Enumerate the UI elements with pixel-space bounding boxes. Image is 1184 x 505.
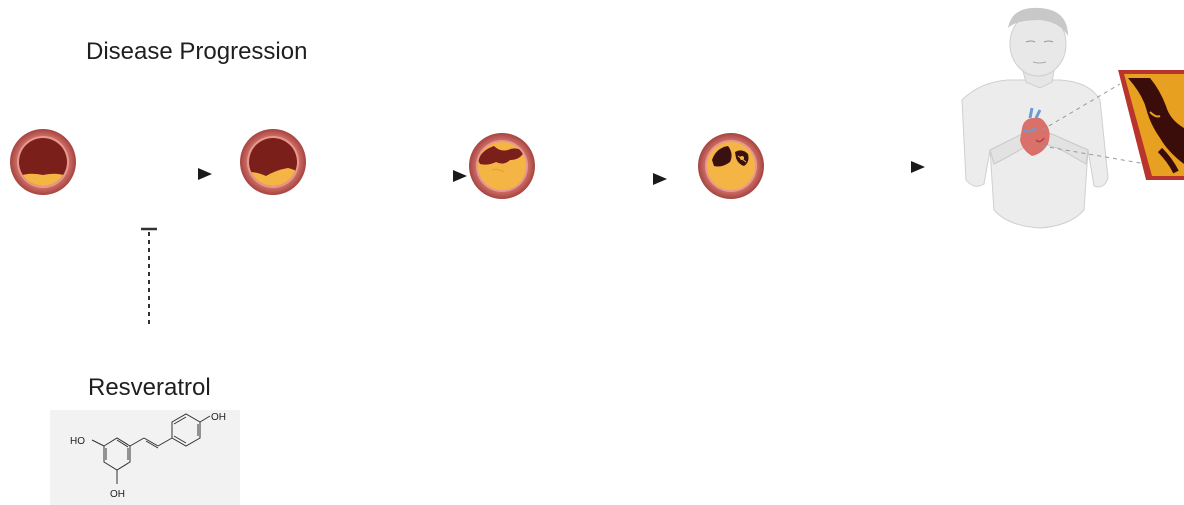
ho-left-label: HO [70, 436, 85, 447]
artery-stage-3 [469, 133, 535, 199]
progression-arrow-2 [338, 170, 467, 182]
resveratrol-label: Resveratrol [88, 374, 211, 401]
blocked-artery-inset [1118, 70, 1184, 180]
artery-stage-4 [698, 133, 764, 199]
oh-bottom-label: OH [110, 489, 125, 500]
progression-arrow-3 [540, 173, 667, 185]
progression-arrow-1 [84, 168, 212, 180]
artery-stage-2 [240, 129, 306, 195]
oh-top-label: OH [211, 412, 226, 423]
zoom-connector-lines [1041, 83, 1147, 165]
artery-stage-1 [10, 129, 76, 195]
progression-arrow-4 [795, 161, 925, 173]
resveratrol-structure: OH HO OH [50, 410, 240, 505]
diagram-title: Disease Progression [86, 38, 308, 65]
inhibition-line [141, 227, 157, 324]
